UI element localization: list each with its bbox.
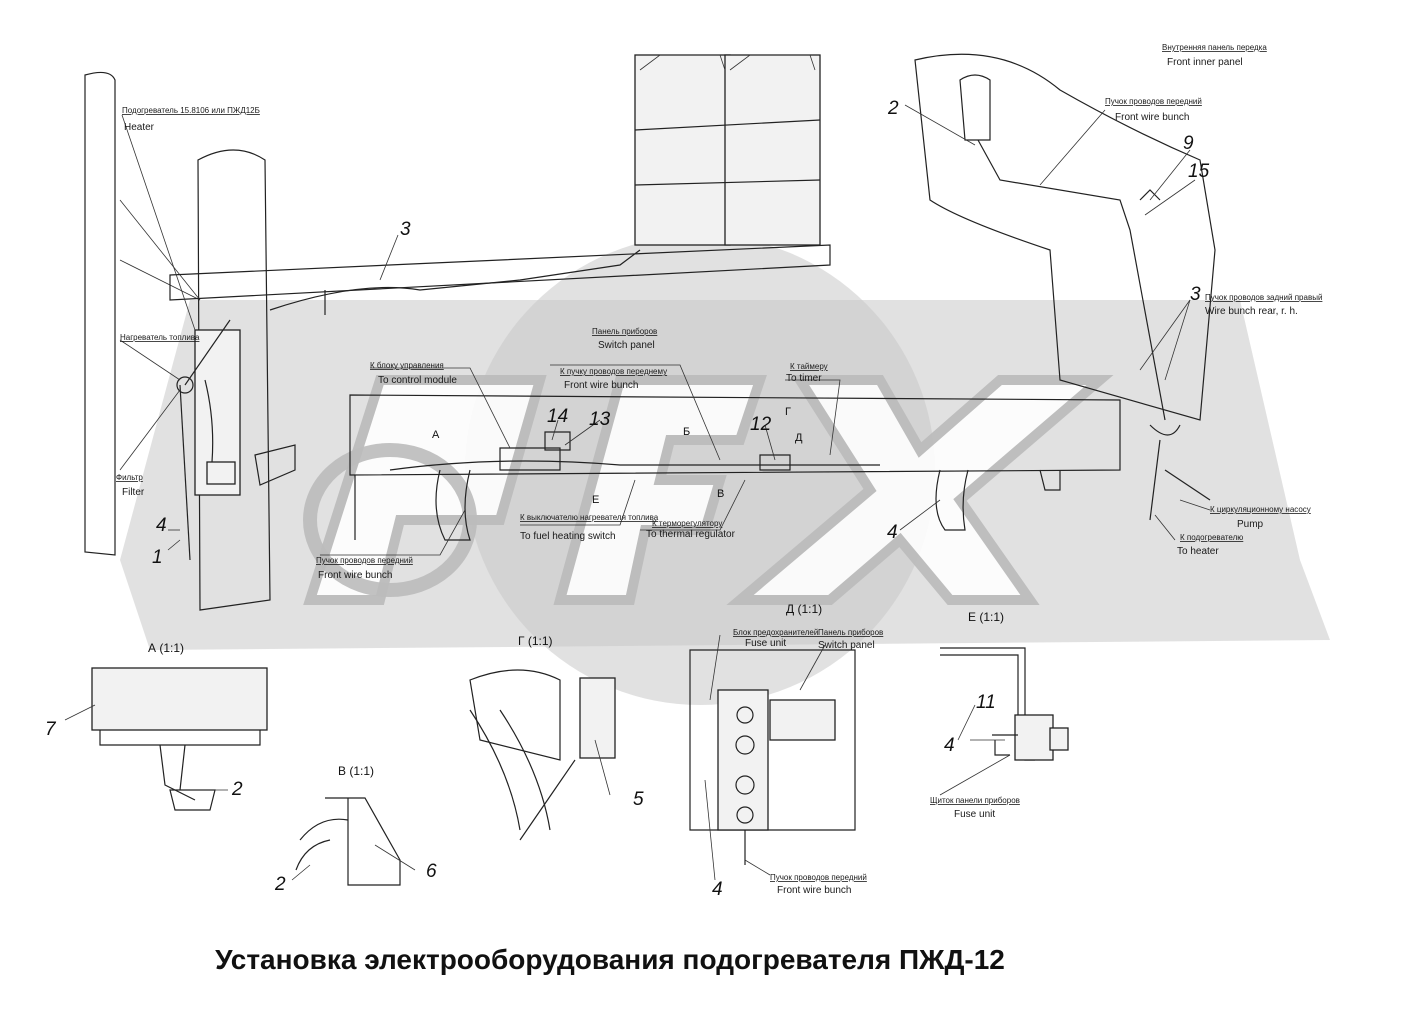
view-d — [689, 649, 856, 865]
callout-15: 15 — [1188, 161, 1210, 182]
callout-3-right: 3 — [1190, 284, 1201, 305]
front-wire-d-ru-label: Пучок проводов передний — [770, 873, 867, 882]
switch-panel-ru-label: Панель приборов — [592, 327, 657, 336]
view-g — [469, 669, 616, 841]
callout-4-view-d: 4 — [712, 879, 723, 900]
view-e — [940, 647, 1069, 761]
callout-4-mid: 4 — [887, 522, 898, 543]
section-mark-a: А — [432, 429, 440, 441]
control-module-ru-label: К блоку управления — [370, 361, 444, 370]
cab-front-left — [84, 71, 296, 611]
front-wire-low-ru-label: Пучок проводов передний — [316, 556, 413, 565]
battery-box — [634, 54, 821, 246]
view-v — [295, 797, 401, 886]
callout-2-view-a: 2 — [231, 779, 243, 800]
callout-13: 13 — [589, 409, 611, 430]
fuel-switch-ru-label: К выключателю нагревателя топлива — [520, 513, 659, 522]
thermal-en-label: To thermal regulator — [646, 529, 736, 540]
filter-en-label: Filter — [122, 487, 145, 498]
fuel-heater-ru-label: Нагреватель топлива — [120, 333, 200, 342]
callout-12: 12 — [750, 414, 772, 435]
front-wire-mid-en-label: Front wire bunch — [564, 380, 638, 391]
shield-ru-label: Щиток панели приборов — [930, 796, 1020, 805]
heater-ru-label: Подогреватель 15.8106 или ПЖД12Б — [122, 106, 260, 115]
front-inner-en-label: Front inner panel — [1167, 57, 1243, 68]
switch-panel-d-en-label: Switch panel — [818, 640, 875, 651]
callout-2-top: 2 — [887, 98, 899, 119]
front-wire-d-en-label: Front wire bunch — [777, 885, 851, 896]
view-v-title: В (1:1) — [338, 764, 374, 778]
section-mark-b: Б — [683, 426, 690, 438]
callout-4-left: 4 — [156, 515, 167, 536]
front-inner-panel — [914, 53, 1216, 521]
front-wire-low-en-label: Front wire bunch — [318, 570, 392, 581]
timer-en-label: To timer — [786, 373, 822, 384]
callout-3-left: 3 — [400, 219, 411, 240]
callout-6: 6 — [426, 861, 437, 882]
callout-7: 7 — [45, 719, 57, 740]
view-g-title: Г (1:1) — [518, 634, 553, 648]
switch-panel-d-ru-label: Панель приборов — [818, 628, 883, 637]
switch-panel-en-label: Switch panel — [598, 340, 655, 351]
to-heater-ru-label: К подогревателю — [1180, 533, 1243, 542]
callout-4-view-e: 4 — [944, 735, 955, 756]
front-wire-top-ru-label: Пучок проводов передний — [1105, 97, 1202, 106]
front-inner-ru-label: Внутренняя панель передка — [1162, 43, 1267, 52]
timer-ru-label: К таймеру — [790, 362, 828, 371]
fuse-unit-ru-label: Блок предохранителей — [733, 628, 818, 637]
frame-rail-middle — [349, 394, 1121, 541]
section-mark-g: Г — [785, 406, 791, 418]
callout-11: 11 — [976, 692, 996, 713]
leader-lines — [64, 104, 1211, 881]
front-wire-top-en-label: Front wire bunch — [1115, 112, 1189, 123]
section-mark-e: Е — [592, 494, 599, 506]
opex-watermark — [120, 235, 1330, 705]
fuse-unit-en-label: Fuse unit — [745, 638, 786, 649]
filter-ru-label: Фильтр — [116, 473, 143, 482]
fuel-switch-en-label: To fuel heating switch — [520, 531, 616, 542]
front-wire-mid-ru-label: К пучку проводов переднему — [560, 367, 667, 376]
view-a — [91, 667, 268, 811]
frame-rail-top — [169, 244, 831, 315]
pump-ru-label: К циркуляционному насосу — [1210, 505, 1311, 514]
wire-rear-en-label: Wire bunch rear, r. h. — [1205, 306, 1298, 317]
drawing-title: Установка электрооборудования подогреват… — [215, 944, 1005, 975]
callout-1: 1 — [152, 547, 163, 568]
section-mark-d: Д — [795, 432, 803, 444]
control-module-en-label: To control module — [378, 375, 457, 386]
callout-5: 5 — [633, 789, 644, 810]
view-a-title: А (1:1) — [148, 641, 184, 655]
callout-14: 14 — [547, 406, 568, 427]
callout-9: 9 — [1183, 133, 1194, 154]
section-mark-v: В — [717, 488, 724, 500]
view-e-title: Е (1:1) — [968, 610, 1004, 624]
callout-2-view-v: 2 — [274, 874, 286, 895]
heater-en-label: Heater — [124, 122, 155, 133]
wire-rear-ru-label: Пучок проводов задний правый — [1205, 293, 1322, 302]
pump-en-label: Pump — [1237, 519, 1264, 530]
shield-en-label: Fuse unit — [954, 809, 995, 820]
thermal-ru-label: К терморегулятору — [652, 519, 722, 528]
to-heater-en-label: To heater — [1177, 546, 1219, 557]
view-d-title: Д (1:1) — [786, 602, 822, 616]
